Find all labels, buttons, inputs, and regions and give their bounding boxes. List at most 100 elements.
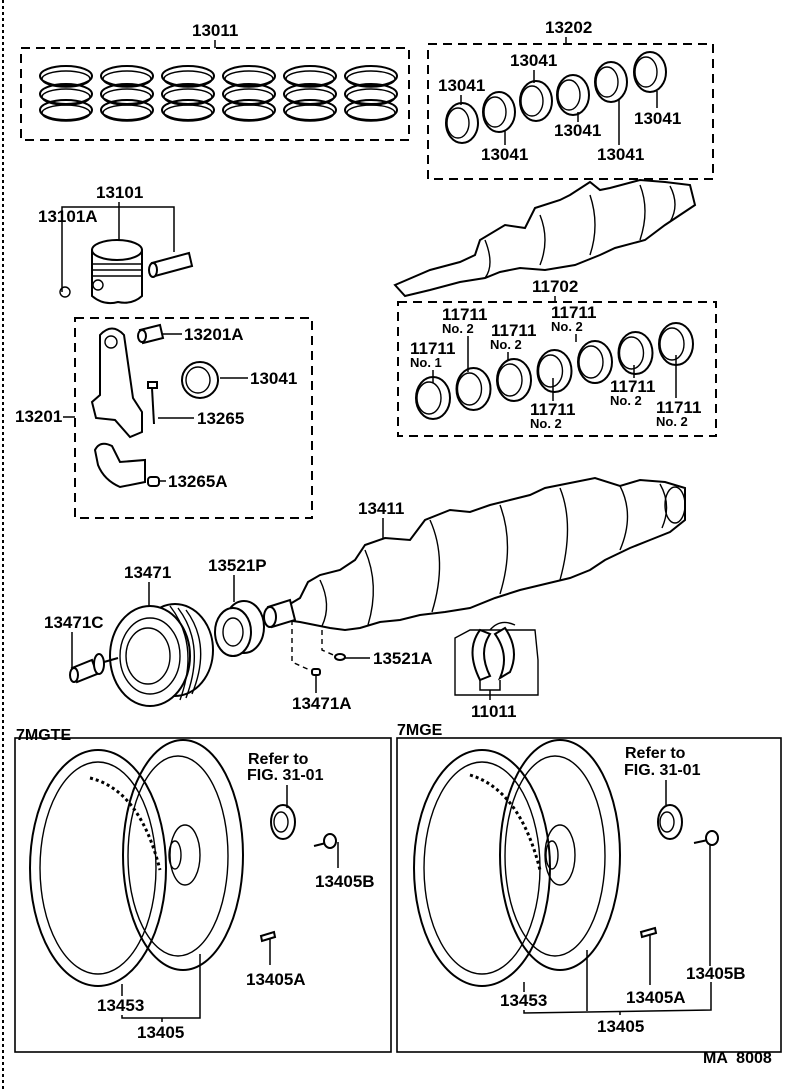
label-13041-b[interactable]: 13041 [481,145,528,164]
label-13405-7mgte[interactable]: 13405 [137,1023,184,1042]
piston-ring [100,65,154,87]
label-13041-e[interactable]: 13041 [597,145,644,164]
note-11711-g: No. 2 [656,414,688,429]
leader-13405-7mgte [121,954,201,1019]
piston-ring-set [100,65,154,122]
crank-bearing [617,331,654,375]
label-13405A-7mgte[interactable]: 13405A [246,970,306,989]
note-11711-no1: No. 1 [410,355,442,370]
label-13471A[interactable]: 13471A [292,694,352,713]
crankshaft-group: 13411 13471 [44,476,686,721]
label-11711-no1[interactable]: 11711 [410,339,455,358]
label-11711-e[interactable]: 11711 [530,400,575,419]
piston-ring-set [344,65,398,122]
piston-ring [222,83,276,105]
piston-ring-edge [224,104,274,122]
label-13101[interactable]: 13101 [96,183,143,202]
piston-ring-set [283,65,337,122]
flywheel-bolt-7mgte [313,833,337,849]
label-13041-rod[interactable]: 13041 [250,369,297,388]
piston-ring-set [161,65,215,122]
piston-ring-edge [285,104,335,122]
flywheel-7mgte-box [14,737,392,1053]
label-13471[interactable]: 13471 [124,563,171,582]
fig-ref-7mge[interactable]: FIG. 31-01 [624,762,701,779]
connecting-rod [90,327,143,439]
label-11711-c[interactable]: 11711 [491,321,536,340]
label-11711-b[interactable]: 11711 [442,305,487,324]
label-13041-d[interactable]: 13041 [554,121,601,140]
label-13101A[interactable]: 13101A [38,207,98,226]
crank-bearing-shell [617,331,654,375]
label-13405-7mge[interactable]: 13405 [597,1017,644,1036]
piston-ring-set [39,65,93,122]
piston-ring-edge [346,104,396,122]
label-13405A-7mge[interactable]: 13405A [626,988,686,1007]
label-13265A[interactable]: 13265A [168,472,228,491]
label-11711-d[interactable]: 11711 [551,303,596,322]
label-13453-7mgte[interactable]: 13453 [97,996,144,1015]
piston-ring [161,99,215,121]
engine-label-7mgte[interactable]: 7MGTE [16,727,71,744]
label-13521P[interactable]: 13521P [208,556,267,575]
label-13453-7mge[interactable]: 13453 [500,991,547,1010]
woodruff-key [311,668,321,676]
crank-bearing [496,358,532,402]
label-13202[interactable]: 13202 [545,18,592,37]
crank-bearing-inner [456,372,483,406]
label-13201A[interactable]: 13201A [184,325,244,344]
crank-snout [263,598,297,629]
piston-ring [161,65,215,87]
piston-ring-edge [102,104,152,122]
timing-pulley [214,600,265,657]
piston-ring-edge [41,70,91,88]
piston-ring-edge [346,70,396,88]
conrod-bearing-1 [445,102,479,144]
crank-bearing [415,376,451,420]
conrod-bearing-3 [519,80,553,122]
dowel-pin-7mge [639,926,658,939]
label-11702[interactable]: 11702 [532,277,578,296]
label-13521A[interactable]: 13521A [373,649,433,668]
piston-ring [39,83,93,105]
crank-bearing-inner [537,354,564,388]
leader-13405-7mge [523,982,712,1014]
label-13471C[interactable]: 13471C [44,613,104,632]
conrod-bearing-2 [482,91,516,133]
piston-ring [39,65,93,87]
pilot-bearing-7mgte [270,804,296,840]
crank-bearing-shell [496,358,532,402]
piston-pin [148,251,194,278]
conrod-bearing-4 [556,74,590,116]
rod-bearing [181,361,219,399]
refer-to-7mgte: Refer to [248,751,309,768]
note-11711-f: No. 2 [610,393,642,408]
piston-ring-set [222,65,276,122]
label-11711-f[interactable]: 11711 [610,377,655,396]
label-13011[interactable]: 13011 [192,21,238,40]
leader-11011-join [479,680,501,691]
label-13405B-7mgte[interactable]: 13405B [315,872,375,891]
piston-ring [100,99,154,121]
label-13201[interactable]: 13201 [15,407,62,426]
label-13041-a[interactable]: 13041 [438,76,485,95]
crank-bearing-group: 11702 11711 No. 1 11711 No. 2 11711 No. … [397,277,717,437]
leader-13101A [61,206,175,292]
label-13041-c[interactable]: 13041 [510,51,557,70]
crank-bearing-shell [577,340,613,384]
flywheel-7mge-group: 7MGE Refer to FIG. 31-01 13405B 13405A [396,722,782,1053]
label-13041-f[interactable]: 13041 [634,109,681,128]
label-13405B-7mge[interactable]: 13405B [686,964,746,983]
fig-ref-7mgte[interactable]: FIG. 31-01 [247,767,324,784]
crank-bearing-inner [497,363,523,397]
label-11711-g[interactable]: 11711 [656,398,701,417]
connecting-rod-group: 13201 13201A 13041 13265 13265A [15,317,313,519]
note-11711-c: No. 2 [490,337,522,352]
engine-label-7mge[interactable]: 7MGE [397,722,443,739]
piston-ring [344,83,398,105]
label-13265[interactable]: 13265 [197,409,244,428]
crank-bearing-inner [416,381,442,415]
label-13411[interactable]: 13411 [358,499,404,518]
label-11011[interactable]: 11011 [471,702,516,721]
